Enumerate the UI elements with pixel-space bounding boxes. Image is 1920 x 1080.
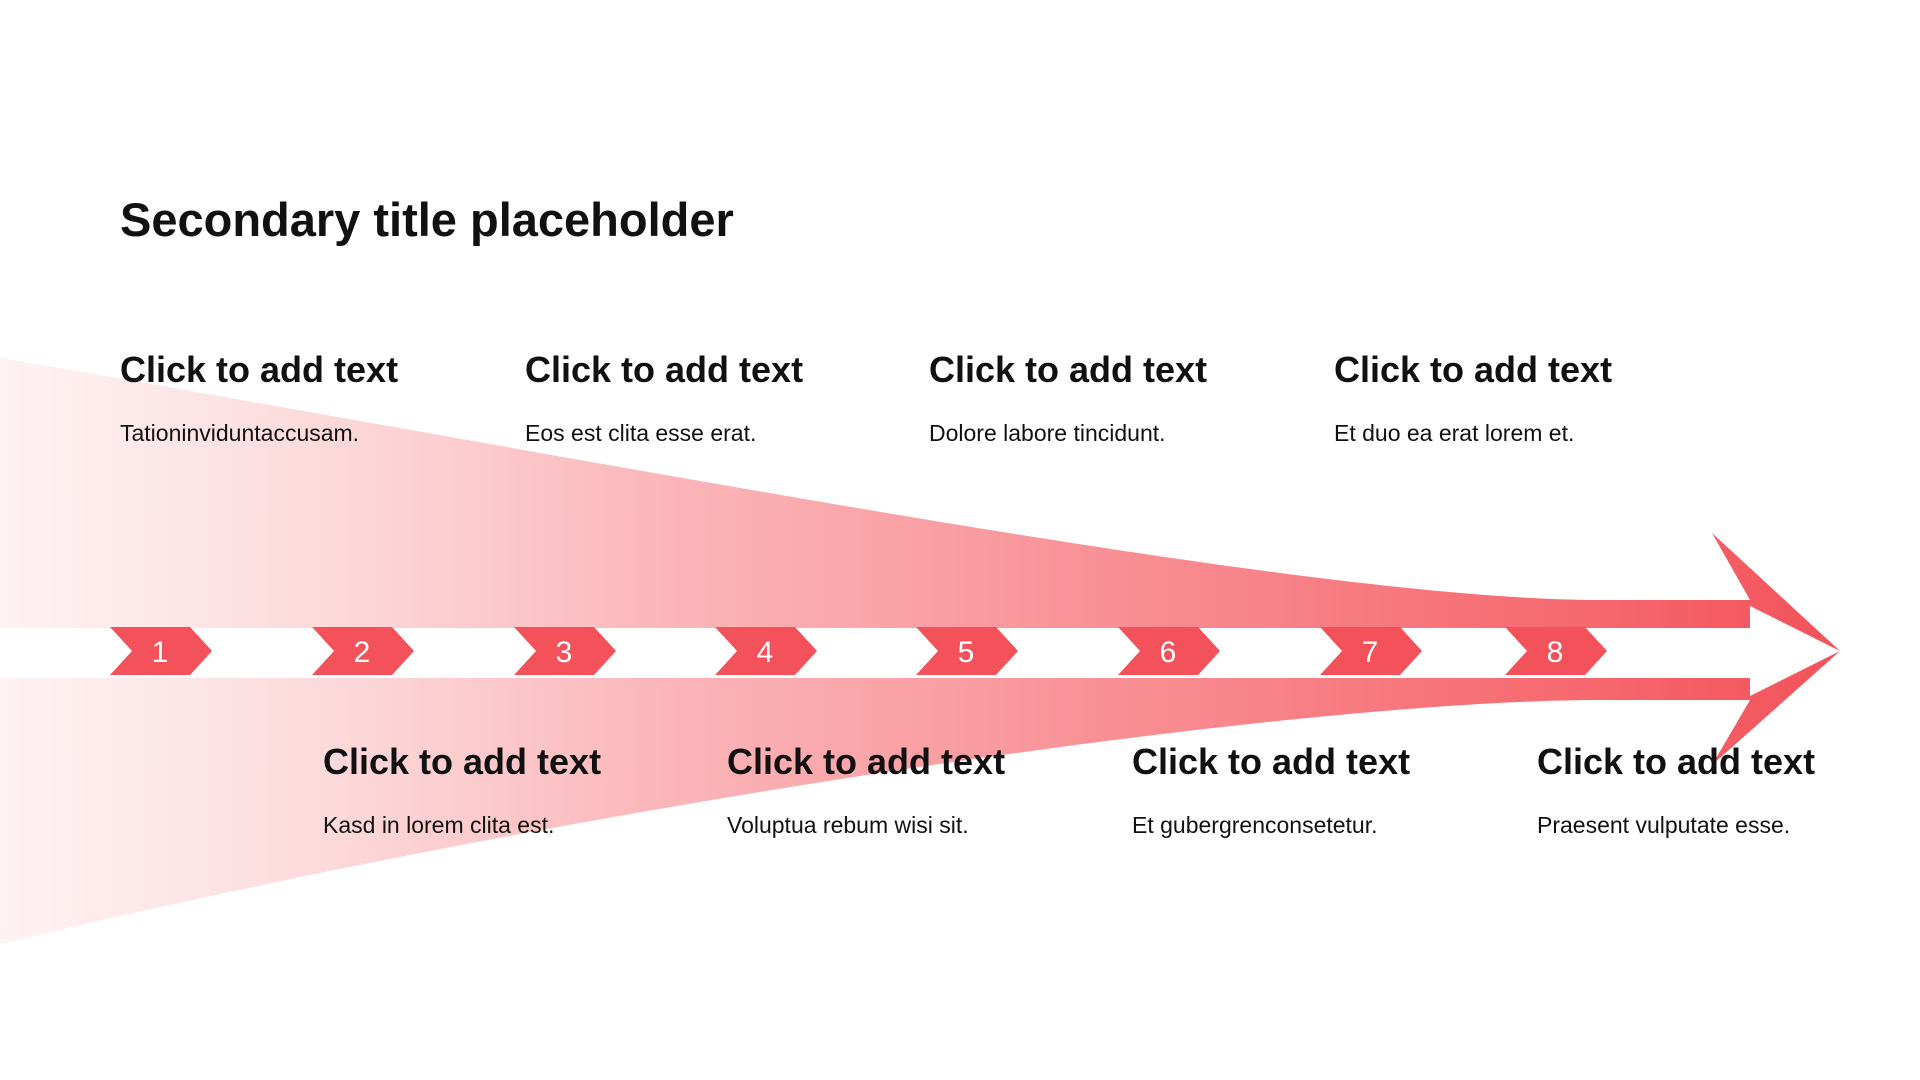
upper-arrow-band: [0, 358, 1840, 651]
bottom-item-1: Click to add text Kasd in lorem clita es…: [323, 740, 703, 840]
item-description[interactable]: Et duo ea erat lorem et.: [1334, 420, 1575, 446]
step-number-1: 1: [152, 636, 169, 669]
item-description[interactable]: Voluptua rebum wisi sit.: [727, 812, 969, 838]
item-heading[interactable]: Click to add text: [323, 741, 602, 782]
step-chevron-3: [514, 627, 616, 675]
item-heading[interactable]: Click to add text: [727, 741, 1006, 782]
item-description[interactable]: Tationinviduntaccusam.: [120, 420, 360, 446]
item-heading[interactable]: Click to add text: [120, 349, 399, 390]
step-number-2: 2: [354, 636, 371, 669]
item-description[interactable]: Kasd in lorem clita est.: [323, 812, 555, 838]
step-number-7: 7: [1362, 636, 1379, 669]
lower-arrow-band: [0, 651, 1840, 944]
step-number-8: 8: [1547, 636, 1564, 669]
item-description[interactable]: Et gubergrenconsetetur.: [1132, 812, 1378, 838]
step-chevron-1: [110, 627, 212, 675]
step-chevron-6: [1118, 627, 1220, 675]
item-description[interactable]: Dolore labore tincidunt.: [929, 420, 1166, 446]
step-chevron-4: [715, 627, 817, 675]
step-chevron-2: [312, 627, 414, 675]
step-chevron-8: [1505, 627, 1607, 675]
step-chevrons: 1 2 3 4 5 6 7 8: [110, 627, 1607, 675]
bottom-item-2: Click to add text Voluptua rebum wisi si…: [727, 740, 1107, 840]
top-item-2: Click to add text Eos est clita esse era…: [525, 348, 905, 448]
item-heading[interactable]: Click to add text: [1537, 741, 1816, 782]
step-number-6: 6: [1160, 636, 1177, 669]
item-heading[interactable]: Click to add text: [525, 349, 804, 390]
item-heading[interactable]: Click to add text: [929, 349, 1208, 390]
top-item-3: Click to add text Dolore labore tincidun…: [929, 348, 1309, 448]
step-chevron-7: [1320, 627, 1422, 675]
step-number-5: 5: [958, 636, 975, 669]
top-item-1: Click to add text Tationinviduntaccusam.: [120, 348, 500, 448]
item-description[interactable]: Praesent vulputate esse.: [1537, 812, 1791, 838]
page-title: Secondary title placeholder: [120, 193, 734, 246]
bottom-item-3: Click to add text Et gubergrenconsetetur…: [1132, 740, 1512, 840]
item-heading[interactable]: Click to add text: [1132, 741, 1411, 782]
item-description[interactable]: Eos est clita esse erat.: [525, 420, 757, 446]
step-number-4: 4: [757, 636, 774, 669]
top-item-4: Click to add text Et duo ea erat lorem e…: [1334, 348, 1714, 448]
step-chevron-5: [916, 627, 1018, 675]
bottom-item-4: Click to add text Praesent vulputate ess…: [1537, 740, 1917, 840]
item-heading[interactable]: Click to add text: [1334, 349, 1613, 390]
step-number-3: 3: [556, 636, 573, 669]
